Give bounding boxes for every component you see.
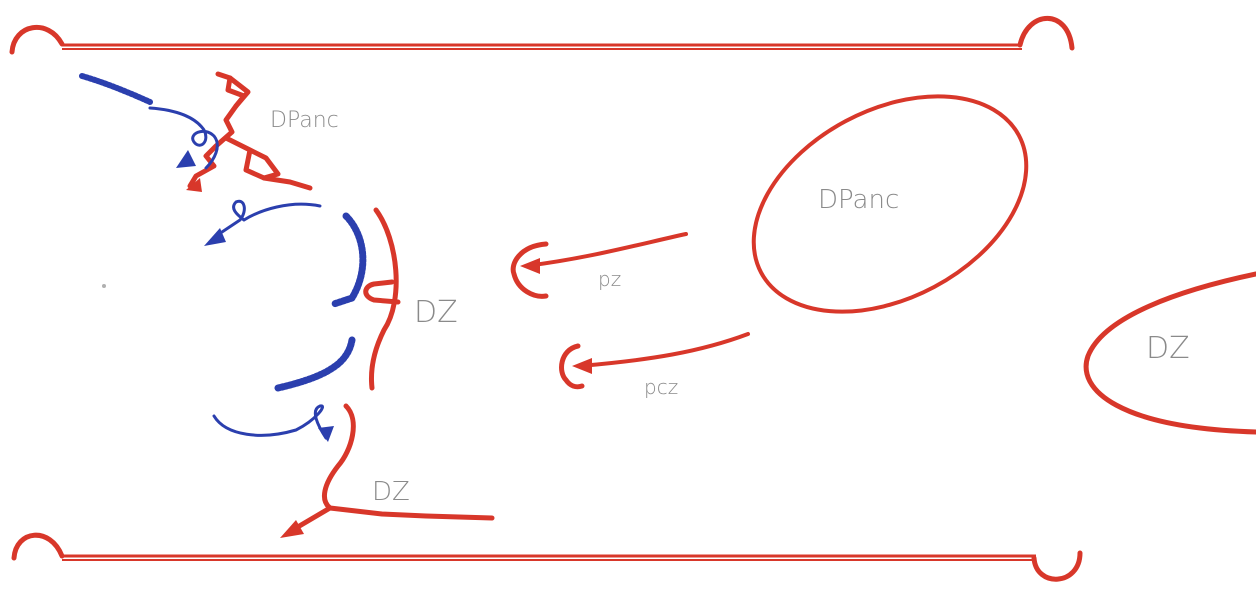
bottom-membrane <box>11 532 1083 582</box>
label-dpanc-large: DPanc <box>818 185 899 215</box>
top-membrane <box>9 16 1075 55</box>
blue-strand-mid <box>204 199 322 246</box>
dz-center-molecule <box>363 207 401 391</box>
dpanc-small-molecule <box>186 71 313 192</box>
blue-comb-upper <box>330 212 367 308</box>
label-pcz: pcz <box>644 375 678 399</box>
dz-right-arc <box>1083 271 1256 435</box>
label-dpanc-small: DPanc <box>270 108 339 133</box>
blue-comb-lower <box>274 336 356 392</box>
label-dz-bottom: DZ <box>372 477 410 507</box>
label-pz: pz <box>598 267 621 291</box>
stray-dot <box>102 284 106 288</box>
dpanc-large-ellipse <box>751 94 1029 314</box>
label-dz-center: DZ <box>414 295 458 330</box>
pz-arrow <box>510 232 688 299</box>
dz-bottom-molecule <box>280 403 495 538</box>
blue-strand-top <box>79 73 219 170</box>
pcz-arrow <box>559 332 750 390</box>
blue-strand-bottom <box>212 404 334 442</box>
label-dz-right: DZ <box>1146 331 1190 366</box>
